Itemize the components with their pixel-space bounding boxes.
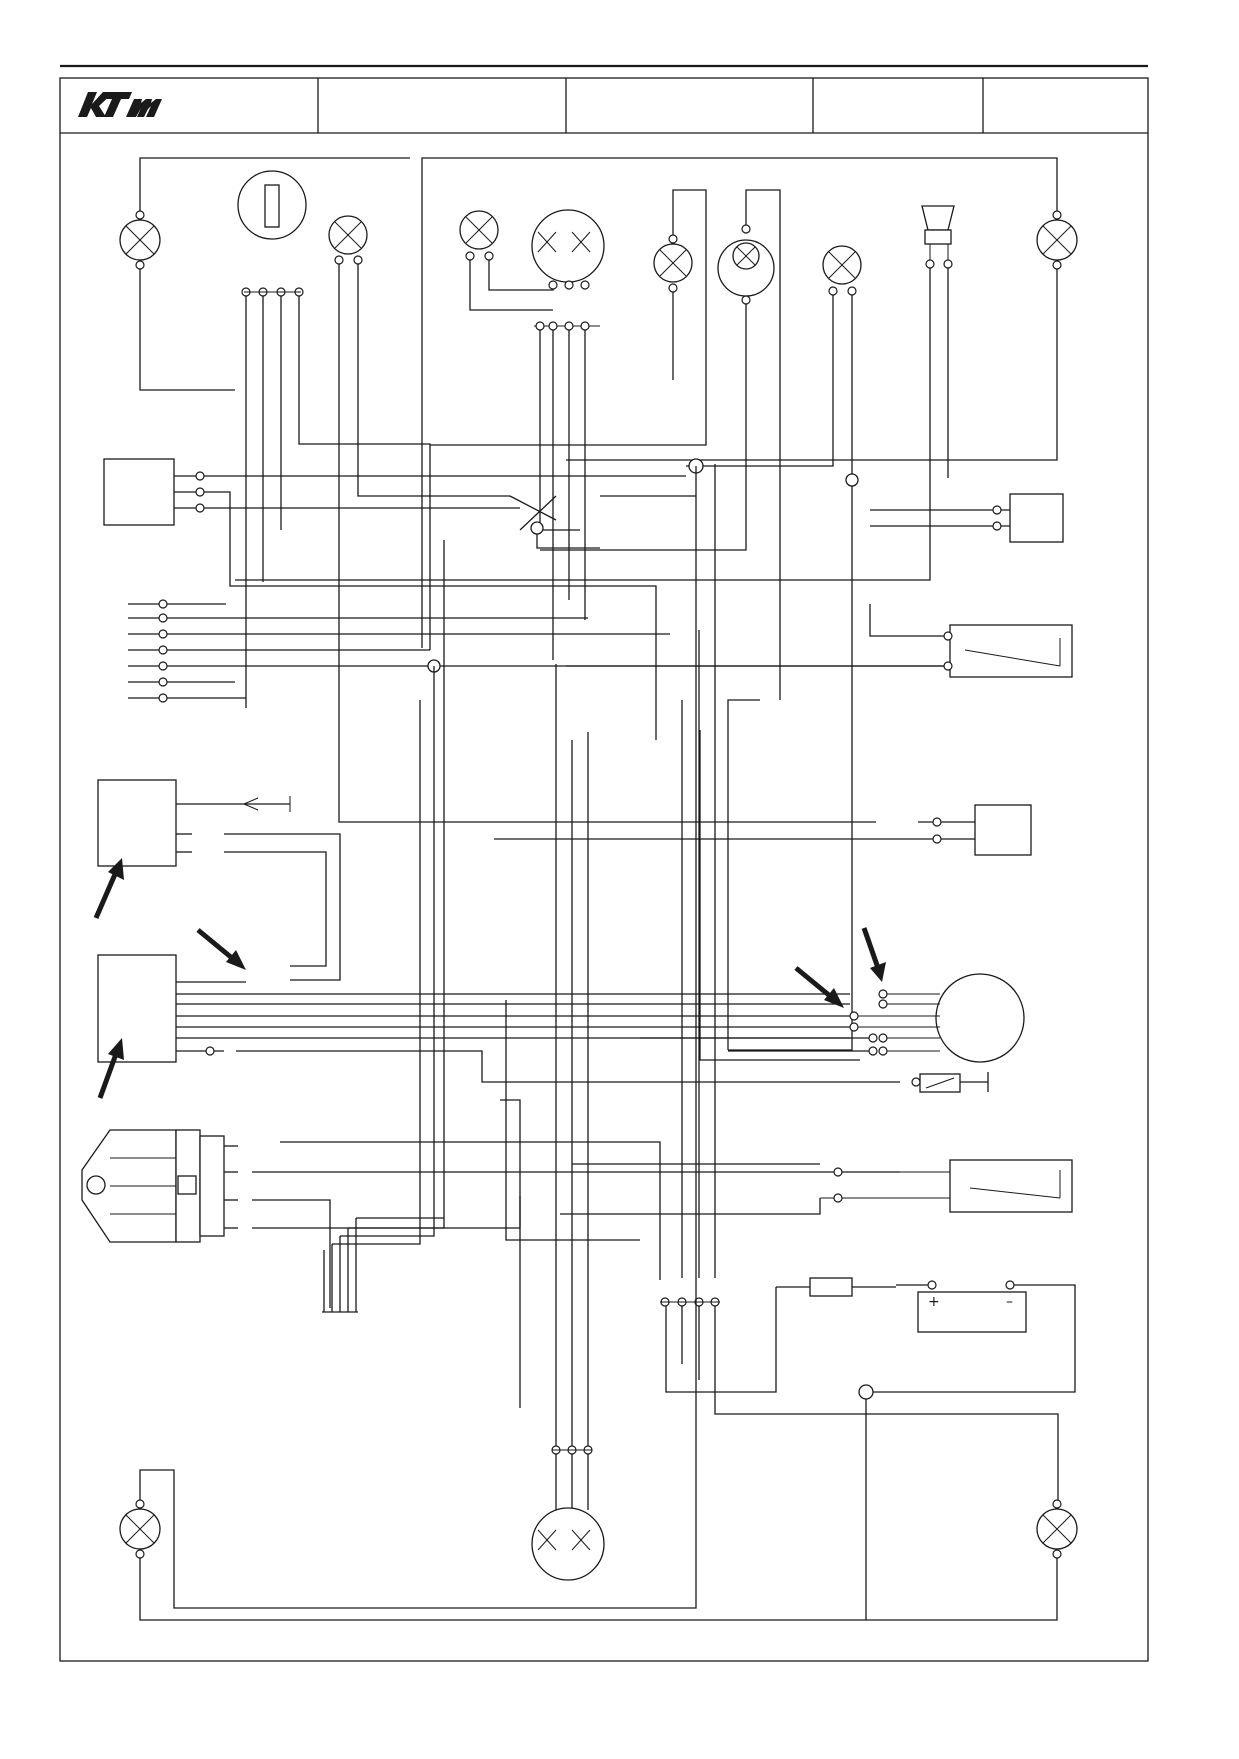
regulator-box [974, 804, 1032, 856]
connector-block [660, 1297, 720, 1307]
lamp-icon [1036, 210, 1078, 270]
battery-minus: – [1006, 1294, 1013, 1310]
ignition-switch-icon [237, 170, 307, 297]
junction [858, 1384, 874, 1400]
lamp-icon [653, 234, 693, 293]
kill-switch [911, 1072, 989, 1093]
horn-icon [921, 205, 955, 269]
arrow-icon [93, 858, 124, 919]
battery-icon: + – [917, 1280, 1027, 1333]
junction [530, 521, 544, 535]
lamp-icon [459, 210, 499, 261]
cdi-unit [97, 779, 341, 981]
connector-block [534, 321, 600, 331]
relay-box [103, 458, 175, 526]
tail-light-icon [531, 1507, 605, 1581]
speedometer-icon [531, 209, 605, 290]
headlight-icon [717, 224, 775, 305]
generator-icon [849, 973, 1025, 1063]
lamp-icon [328, 215, 368, 265]
junction [845, 473, 859, 487]
brake-switch [943, 624, 1073, 678]
connector-block [551, 1445, 593, 1455]
starter-relay [820, 1159, 1073, 1213]
arrow-icon [196, 928, 246, 970]
lamp-icon [119, 210, 161, 270]
arrow-icon [794, 966, 844, 1008]
relay-box-right [1009, 493, 1064, 543]
arrow-icon [97, 1038, 124, 1099]
lamp-icon [1036, 1499, 1078, 1559]
switch-connector [158, 599, 168, 703]
fuse-icon [809, 1277, 853, 1297]
rectifier-icon [81, 1129, 238, 1243]
battery-plus: + [928, 1294, 940, 1310]
page-frame [59, 77, 1149, 1662]
control-unit [97, 954, 900, 1083]
arrow-icon [861, 927, 886, 982]
lamp-icon [119, 1499, 161, 1559]
ktm-logo [78, 92, 162, 117]
lamp-icon [822, 245, 862, 296]
